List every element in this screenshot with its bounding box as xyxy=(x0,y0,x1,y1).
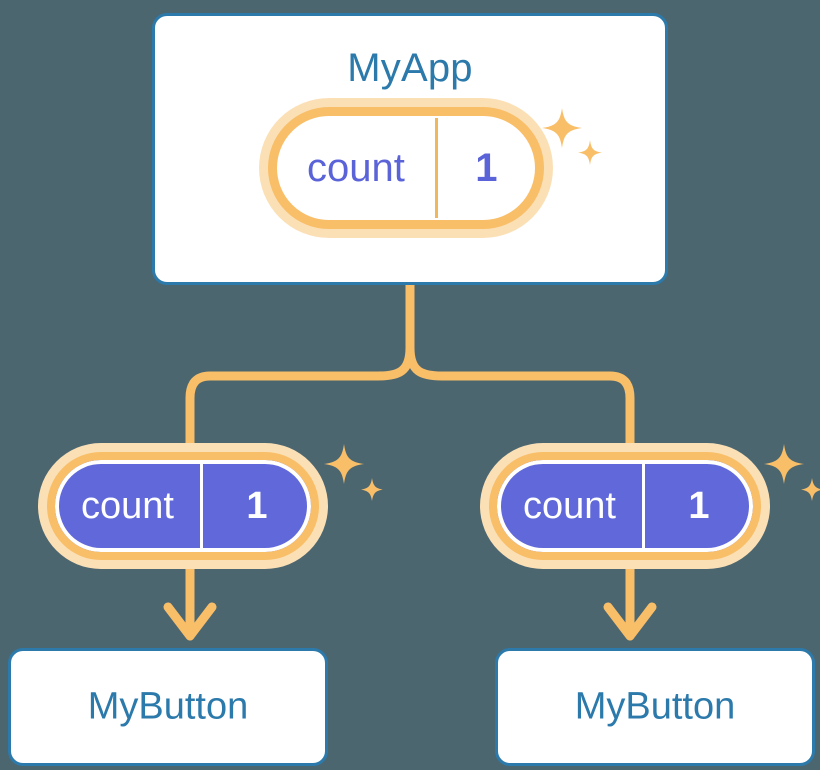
state-pill-left[interactable]: count 1 xyxy=(47,452,319,560)
connector-branch-right xyxy=(405,343,635,460)
state-pill-right[interactable]: count 1 xyxy=(489,452,761,560)
button-card-left[interactable]: MyButton xyxy=(8,648,328,766)
arrow-down-icon-left xyxy=(163,602,217,641)
state-pill-divider xyxy=(641,462,645,550)
state-pill-app[interactable]: count 1 xyxy=(268,107,544,229)
state-pill-key: count xyxy=(307,145,405,190)
page-title: MyApp xyxy=(347,46,473,90)
state-pill-body: count 1 xyxy=(47,452,319,560)
connector-branch-left xyxy=(185,343,415,460)
state-pill-key: count xyxy=(81,484,174,527)
state-pill-value: 1 xyxy=(475,145,498,190)
button-card-label: MyButton xyxy=(87,685,249,728)
state-pill-divider xyxy=(199,462,203,550)
state-pill-value: 1 xyxy=(688,484,710,527)
state-pill-key: count xyxy=(523,484,616,527)
arrow-down-icon-right xyxy=(603,602,657,641)
button-card-right[interactable]: MyButton xyxy=(495,648,815,766)
button-card-label: MyButton xyxy=(574,685,736,728)
state-pill-body: count 1 xyxy=(268,107,544,229)
state-pill-body: count 1 xyxy=(489,452,761,560)
state-pill-value: 1 xyxy=(246,484,268,527)
state-pill-divider xyxy=(434,118,438,218)
